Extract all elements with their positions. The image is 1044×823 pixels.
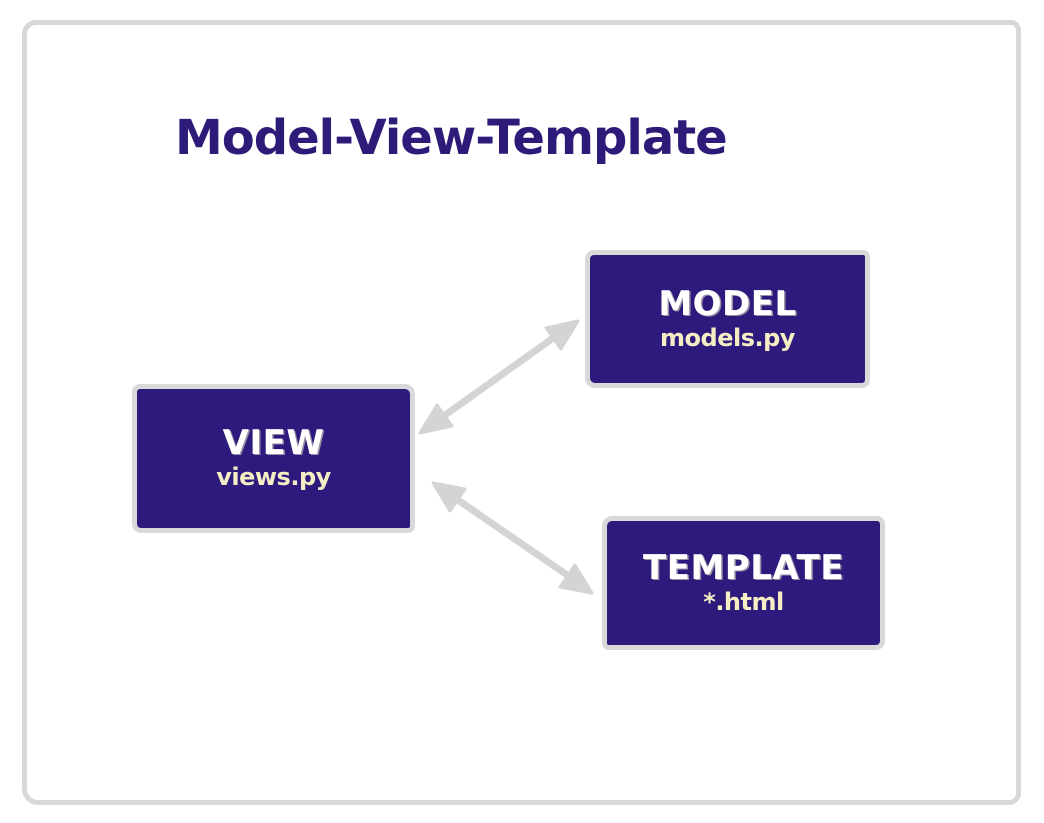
node-view-label: VIEW bbox=[222, 423, 325, 464]
node-view: VIEW views.py bbox=[132, 384, 415, 533]
diagram-title: Model-View-Template bbox=[175, 110, 728, 166]
arrow-view-template bbox=[431, 481, 594, 595]
arrow-view-model bbox=[418, 319, 580, 435]
node-template-sublabel: *.html bbox=[703, 587, 784, 616]
node-view-sublabel: views.py bbox=[216, 463, 331, 492]
node-model: MODEL models.py bbox=[585, 250, 870, 388]
node-template: TEMPLATE *.html bbox=[602, 516, 885, 650]
node-model-label: MODEL bbox=[658, 283, 797, 324]
node-template-label: TEMPLATE bbox=[643, 547, 844, 588]
node-model-sublabel: models.py bbox=[660, 323, 795, 352]
